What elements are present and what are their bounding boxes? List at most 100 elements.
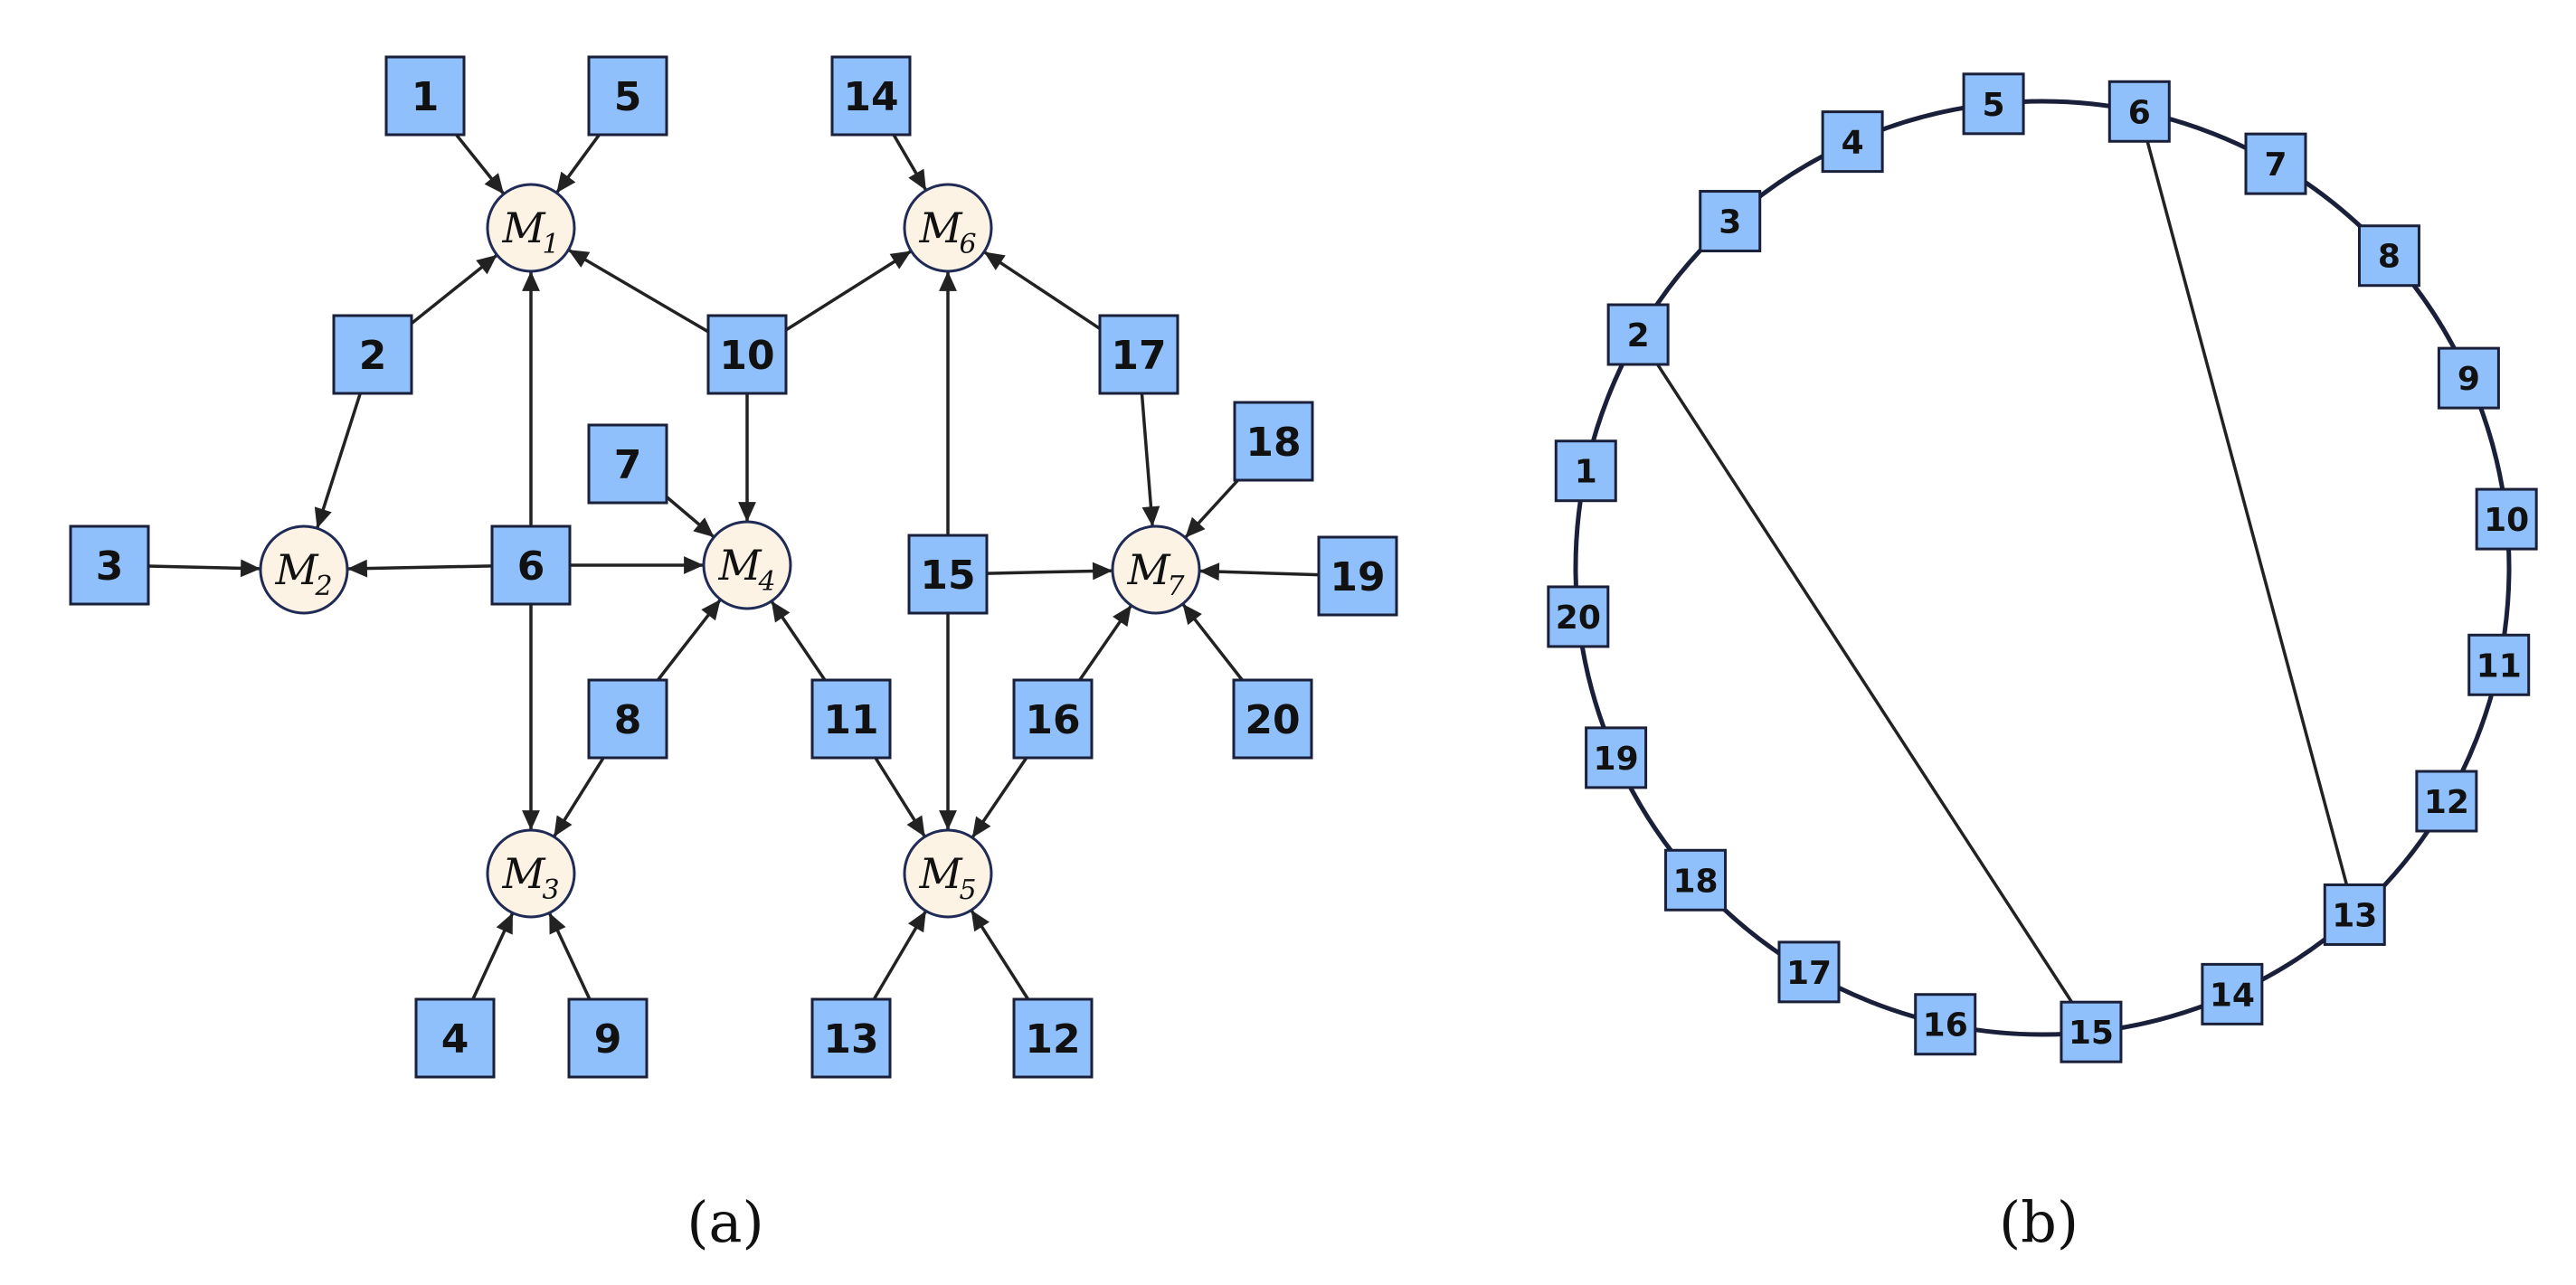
edge-7-to-m4 <box>665 496 715 538</box>
task-node-20: 20 <box>1232 678 1313 760</box>
machine-subscript: 2 <box>314 571 332 602</box>
machine-subscript: 7 <box>1167 571 1185 602</box>
machine-m6: M6 <box>903 183 993 273</box>
task-node-label: 12 <box>1025 1016 1080 1063</box>
edge-20-to-m7 <box>1181 603 1244 682</box>
machine-label: M <box>918 203 963 252</box>
ring-node-label: 10 <box>2484 502 2529 539</box>
machine-circle <box>259 524 349 615</box>
task-node-19: 19 <box>1317 535 1398 617</box>
ring-node-label: 18 <box>1672 863 1718 900</box>
machine-m1: M1 <box>486 183 576 273</box>
task-node-box <box>907 534 989 615</box>
machine-label: M <box>274 545 319 594</box>
ring-node-box <box>1914 993 1977 1056</box>
machine-circle <box>486 828 576 919</box>
machine-m2: M2 <box>259 524 349 615</box>
edge-10-to-m1 <box>568 249 709 334</box>
task-node-15: 15 <box>907 534 989 615</box>
edge-14-to-m6 <box>892 134 927 191</box>
ring-node-box <box>2201 962 2264 1025</box>
task-node-2: 2 <box>332 314 413 395</box>
machine-subscript: 6 <box>959 229 976 260</box>
task-node-label: 6 <box>517 543 545 590</box>
task-node-14: 14 <box>830 55 912 137</box>
task-node-12: 12 <box>1012 997 1094 1079</box>
ring-node-label: 7 <box>2264 146 2287 184</box>
machine-m3: M3 <box>486 828 576 919</box>
task-node-label: 7 <box>614 442 642 488</box>
task-node-label: 16 <box>1025 697 1080 743</box>
task-node-box <box>567 997 649 1079</box>
edge-4-to-m3 <box>471 912 515 1000</box>
edge-2-to-m1 <box>410 254 497 325</box>
task-node-box <box>810 678 892 760</box>
edge-17-to-m7 <box>1140 392 1160 527</box>
task-node-6: 6 <box>490 524 572 606</box>
ring-node-box <box>2107 80 2171 143</box>
ring-node-6: 6 <box>2107 80 2171 143</box>
ring-node-box <box>2437 346 2500 410</box>
ring-node-label: 13 <box>2332 897 2377 934</box>
machine-subscript: 4 <box>757 566 775 598</box>
caption-b: (b) <box>1999 1189 2079 1255</box>
panel-b-chords <box>1636 110 2356 1034</box>
machine-subscript: 5 <box>959 874 976 906</box>
task-node-box <box>1317 535 1398 617</box>
ring-node-box <box>1699 190 1762 253</box>
task-node-11: 11 <box>810 678 892 760</box>
edge-16-to-m7 <box>1078 605 1132 681</box>
ring-node-18: 18 <box>1664 848 1728 912</box>
ring-node-label: 11 <box>2477 647 2522 685</box>
task-node-box <box>1012 678 1094 760</box>
task-node-box <box>587 423 668 505</box>
ring-node-8: 8 <box>2357 224 2420 288</box>
task-node-label: 5 <box>614 74 642 120</box>
ring-node-label: 17 <box>1786 955 1832 992</box>
edge-1-to-m1 <box>455 133 505 194</box>
task-node-label: 14 <box>843 74 898 120</box>
edge-13-to-m5 <box>872 911 927 1000</box>
ring-node-12: 12 <box>2415 770 2478 833</box>
ring-node-5: 5 <box>1962 72 2025 136</box>
task-node-box <box>69 524 150 606</box>
task-node-label: 3 <box>96 543 124 590</box>
ring-node-20: 20 <box>1547 585 1610 648</box>
machine-label: M <box>918 849 963 898</box>
ring-node-label: 4 <box>1842 125 1864 162</box>
machine-label: M <box>501 849 546 898</box>
chord-2-15 <box>1636 334 2093 1034</box>
task-node-box <box>1232 678 1313 760</box>
task-node-box <box>810 997 892 1079</box>
ring-node-box <box>2415 770 2478 833</box>
edge-16-to-m5 <box>971 757 1028 838</box>
ring-node-4: 4 <box>1821 110 1884 174</box>
ring-node-box <box>2475 487 2538 551</box>
edge-3-to-m2 <box>147 559 261 578</box>
ring-node-label: 12 <box>2424 784 2469 821</box>
machine-m4: M4 <box>702 520 792 610</box>
ring-node-label: 2 <box>1627 317 1650 354</box>
machine-subscript: 3 <box>542 874 559 906</box>
task-node-17: 17 <box>1098 314 1179 395</box>
ring-node-label: 9 <box>2458 361 2480 398</box>
edge-8-to-m4 <box>657 599 722 682</box>
ring-node-label: 19 <box>1594 741 1639 778</box>
chord-6-13 <box>2137 110 2356 915</box>
edge-6-to-m2 <box>346 559 493 578</box>
task-node-4: 4 <box>414 997 496 1079</box>
task-node-3: 3 <box>69 524 150 606</box>
task-node-box <box>414 997 496 1079</box>
task-node-label: 9 <box>594 1016 622 1063</box>
ring-node-label: 8 <box>2378 239 2401 276</box>
machine-m7: M7 <box>1111 524 1201 615</box>
ring-node-label: 3 <box>1719 204 1741 241</box>
task-node-label: 19 <box>1330 554 1385 600</box>
task-node-box <box>830 55 912 137</box>
edge-19-to-m7 <box>1198 562 1320 581</box>
task-node-7: 7 <box>587 423 668 505</box>
task-node-box <box>1012 997 1094 1079</box>
ring-node-7: 7 <box>2244 132 2307 195</box>
